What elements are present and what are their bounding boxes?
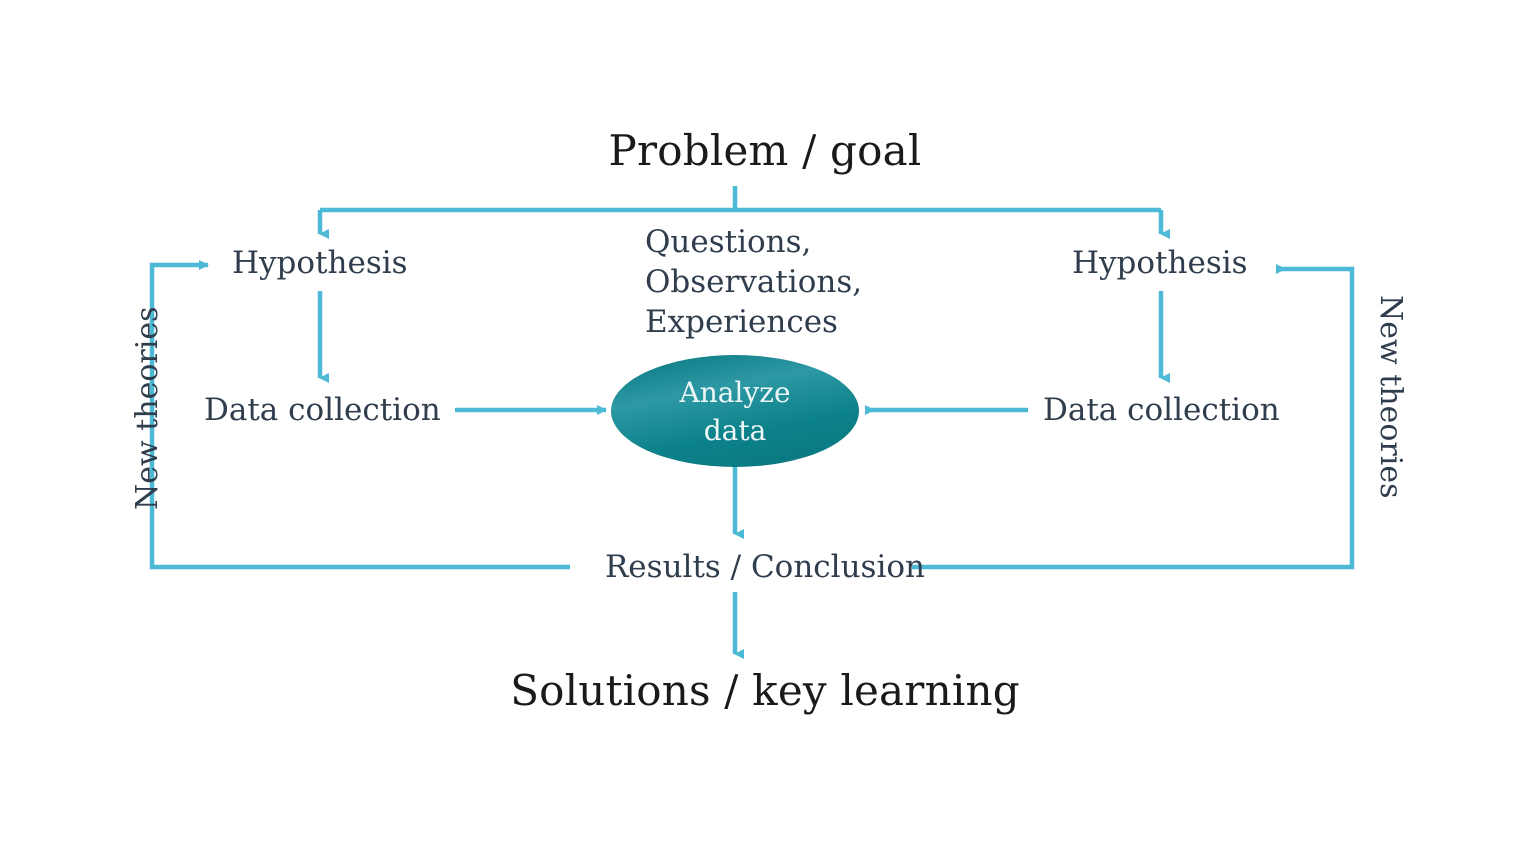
node-hypothesis-right: Hypothesis [1072,245,1248,281]
node-hypothesis-left: Hypothesis [232,245,408,281]
node-questions-observations-experiences: Questions, Observations, Experiences [645,224,863,340]
analyze-data-ellipse [611,355,859,467]
label-new-theories-right: New theories [1373,295,1408,499]
node-data-collection-right: Data collection [1043,392,1280,428]
connector-feedback-loop-right [912,264,1355,570]
node-problem-goal: Problem / goal [608,126,922,175]
node-results-conclusion: Results / Conclusion [604,549,926,585]
connector-feedback-loop-left [149,260,570,570]
label-new-theories-left: New theories [130,306,165,511]
node-analyze-data-label: Analyze data [679,376,791,447]
node-solutions-key-learning: Solutions / key learning [510,666,1020,715]
node-data-collection-left: Data collection [204,392,441,428]
